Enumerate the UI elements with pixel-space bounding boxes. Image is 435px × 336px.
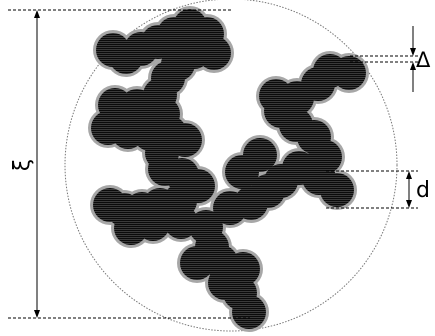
delta-label: Δ: [416, 48, 431, 72]
particle-56: [332, 56, 366, 90]
particle-58: [225, 155, 259, 189]
particle-47: [320, 173, 354, 207]
xi-label: ξ: [10, 159, 35, 171]
d-label: d: [416, 178, 430, 203]
particle-cores: [91, 9, 366, 329]
particle-40: [232, 295, 266, 329]
